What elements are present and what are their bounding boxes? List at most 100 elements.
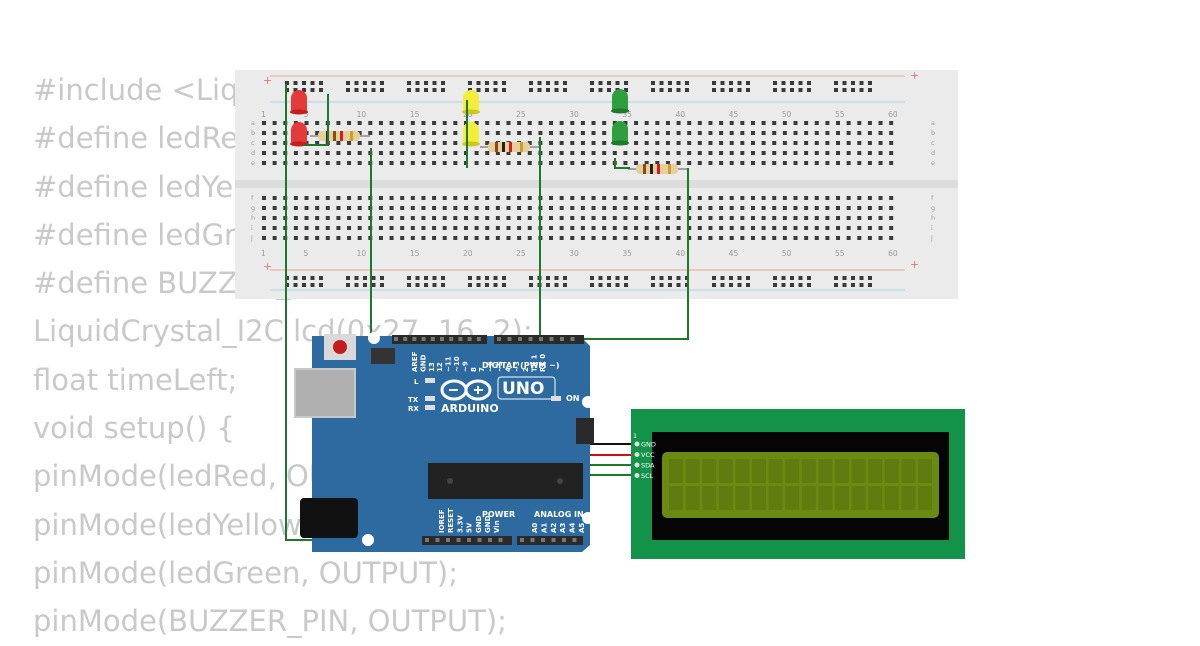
breadboard-hole[interactable]	[347, 196, 352, 200]
rail-hole[interactable]	[546, 276, 550, 280]
rail-hole[interactable]	[807, 276, 811, 280]
breadboard-hole[interactable]	[315, 226, 320, 230]
breadboard-hole[interactable]	[697, 131, 702, 135]
breadboard-hole[interactable]	[836, 121, 841, 125]
breadboard-hole[interactable]	[517, 131, 522, 135]
breadboard-hole[interactable]	[347, 226, 352, 230]
breadboard-hole[interactable]	[549, 236, 554, 240]
breadboard-hole[interactable]	[634, 151, 639, 155]
header-pin[interactable]	[421, 337, 426, 341]
breadboard-hole[interactable]	[262, 236, 266, 240]
breadboard-hole[interactable]	[517, 206, 522, 210]
breadboard-hole[interactable]	[878, 151, 883, 155]
breadboard-hole[interactable]	[485, 196, 490, 200]
rail-hole[interactable]	[790, 283, 794, 287]
rail-hole[interactable]	[729, 283, 733, 287]
breadboard-hole[interactable]	[836, 131, 841, 135]
breadboard-hole[interactable]	[676, 236, 681, 240]
breadboard-hole[interactable]	[442, 141, 447, 145]
breadboard-hole[interactable]	[761, 236, 766, 240]
breadboard-hole[interactable]	[697, 161, 702, 165]
breadboard-hole[interactable]	[889, 196, 894, 200]
breadboard-hole[interactable]	[655, 206, 660, 210]
breadboard-hole[interactable]	[782, 196, 787, 200]
breadboard-hole[interactable]	[655, 121, 660, 125]
rail-hole[interactable]	[319, 283, 323, 287]
breadboard-hole[interactable]	[878, 226, 883, 230]
rail-hole[interactable]	[746, 276, 750, 280]
rail-hole[interactable]	[302, 283, 306, 287]
breadboard-hole[interactable]	[591, 196, 596, 200]
breadboard-hole[interactable]	[463, 121, 468, 125]
breadboard-hole[interactable]	[304, 151, 309, 155]
breadboard-hole[interactable]	[580, 151, 585, 155]
rail-hole[interactable]	[432, 88, 437, 92]
breadboard-hole[interactable]	[357, 216, 362, 220]
breadboard-hole[interactable]	[549, 216, 554, 220]
breadboard-hole[interactable]	[570, 206, 575, 210]
breadboard-hole[interactable]	[708, 121, 713, 125]
breadboard-hole[interactable]	[315, 121, 320, 125]
breadboard-hole[interactable]	[272, 236, 277, 240]
breadboard-hole[interactable]	[517, 196, 522, 200]
breadboard-hole[interactable]	[708, 206, 713, 210]
breadboard-hole[interactable]	[485, 206, 490, 210]
breadboard-hole[interactable]	[549, 141, 554, 145]
breadboard-hole[interactable]	[591, 121, 596, 125]
rail-hole[interactable]	[371, 283, 376, 287]
breadboard-hole[interactable]	[761, 196, 766, 200]
rail-hole[interactable]	[790, 276, 794, 280]
rail-hole[interactable]	[615, 283, 620, 287]
breadboard-hole[interactable]	[453, 141, 458, 145]
breadboard-hole[interactable]	[889, 226, 894, 230]
breadboard-hole[interactable]	[432, 131, 437, 135]
rail-hole[interactable]	[598, 276, 603, 280]
breadboard-hole[interactable]	[836, 141, 841, 145]
breadboard-hole[interactable]	[889, 141, 894, 145]
breadboard-hole[interactable]	[612, 226, 617, 230]
rail-hole[interactable]	[868, 81, 872, 85]
breadboard-hole[interactable]	[527, 196, 532, 200]
breadboard-hole[interactable]	[750, 151, 755, 155]
breadboard-hole[interactable]	[814, 206, 819, 210]
breadboard-hole[interactable]	[782, 131, 787, 135]
arduino-uno-board[interactable]: UNO ARDUINO DIGITAL (PWM ~) ON L TX RX P…	[294, 332, 594, 552]
rail-hole[interactable]	[502, 276, 506, 280]
breadboard-hole[interactable]	[580, 121, 585, 125]
breadboard-hole[interactable]	[432, 206, 437, 210]
breadboard-hole[interactable]	[697, 121, 702, 125]
breadboard-hole[interactable]	[644, 131, 649, 135]
breadboard-hole[interactable]	[570, 196, 575, 200]
breadboard-hole[interactable]	[804, 226, 809, 230]
breadboard-hole[interactable]	[527, 236, 532, 240]
rail-hole[interactable]	[310, 88, 315, 92]
breadboard-hole[interactable]	[485, 161, 490, 165]
rail-hole[interactable]	[729, 276, 733, 280]
header-pin[interactable]	[507, 337, 512, 341]
breadboard-hole[interactable]	[580, 216, 585, 220]
rail-hole[interactable]	[781, 283, 786, 287]
breadboard-hole[interactable]	[623, 216, 628, 220]
rail-hole[interactable]	[563, 81, 567, 85]
breadboard-hole[interactable]	[697, 141, 702, 145]
breadboard-hole[interactable]	[272, 131, 277, 135]
breadboard-hole[interactable]	[825, 161, 830, 165]
breadboard-hole[interactable]	[867, 226, 872, 230]
breadboard-hole[interactable]	[793, 216, 798, 220]
breadboard-hole[interactable]	[793, 151, 798, 155]
breadboard-hole[interactable]	[708, 151, 713, 155]
breadboard-hole[interactable]	[400, 121, 405, 125]
rail-hole[interactable]	[485, 276, 489, 280]
breadboard-hole[interactable]	[857, 141, 862, 145]
breadboard-hole[interactable]	[559, 151, 564, 155]
breadboard-hole[interactable]	[729, 216, 734, 220]
rail-hole[interactable]	[798, 81, 803, 85]
breadboard-hole[interactable]	[591, 131, 596, 135]
breadboard-hole[interactable]	[846, 141, 851, 145]
breadboard-hole[interactable]	[580, 236, 585, 240]
breadboard-hole[interactable]	[857, 216, 862, 220]
breadboard-hole[interactable]	[378, 236, 383, 240]
rail-hole[interactable]	[624, 88, 628, 92]
breadboard-hole[interactable]	[878, 131, 883, 135]
rail-hole[interactable]	[546, 283, 550, 287]
